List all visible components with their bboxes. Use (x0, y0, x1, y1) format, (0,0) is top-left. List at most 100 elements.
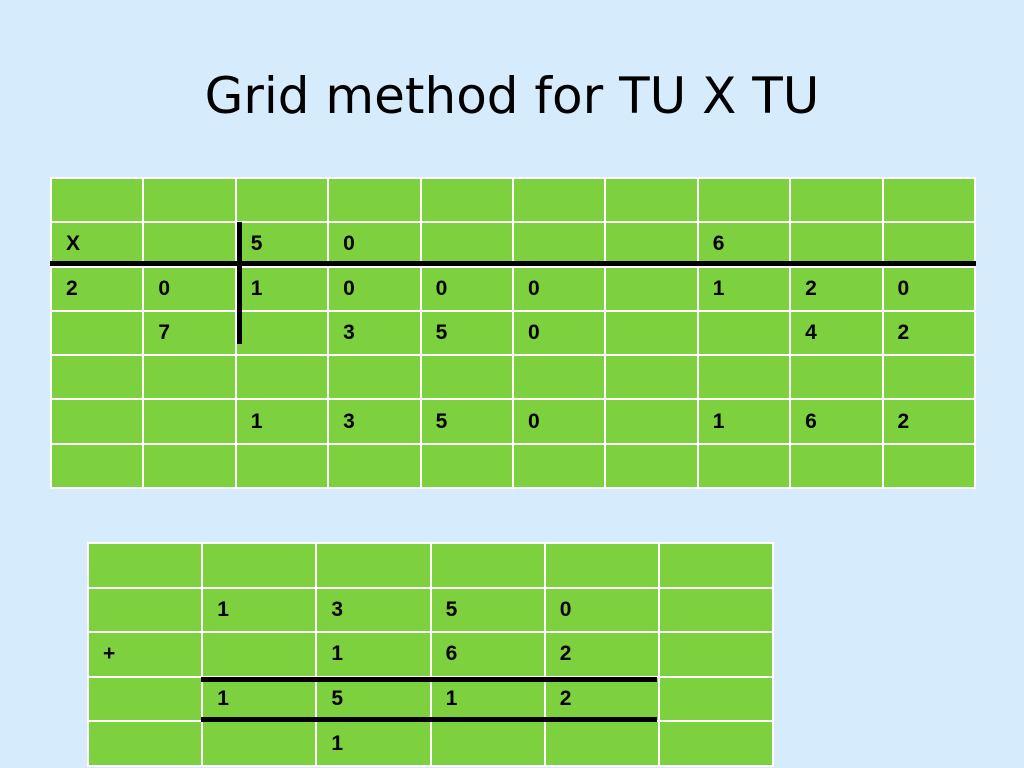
grid-cell: 2 (881, 398, 976, 445)
grid-cell (234, 354, 330, 401)
grid-cell (881, 221, 976, 268)
grid-cell: 5 (234, 221, 330, 268)
grid-cell: 7 (142, 309, 237, 357)
grid-cell: X (49, 221, 145, 268)
grid-cell: 2 (49, 265, 145, 312)
grid-cell (49, 354, 145, 401)
grid-cell: 5 (315, 675, 432, 723)
grid-cell (511, 442, 607, 490)
grid-cell: 2 (881, 309, 976, 357)
grid-cell (604, 221, 699, 268)
grid-cell: 0 (327, 221, 422, 268)
grid-cell: 3 (327, 309, 422, 357)
grid-cell (696, 354, 792, 401)
grid-cell (657, 675, 775, 723)
grid-row (49, 442, 976, 490)
grid-cell (604, 265, 699, 312)
grid-cell (142, 176, 237, 224)
grid-cell (881, 176, 976, 224)
grid-cell: 1 (429, 675, 546, 723)
grid-cell: 1 (315, 631, 432, 678)
grid-cell (881, 442, 976, 490)
grid-cell: 5 (429, 586, 546, 634)
grid-cell (696, 176, 792, 224)
grid-cell (201, 720, 318, 767)
grid-row: 1 (86, 720, 775, 767)
grid-cell: 2 (543, 631, 660, 678)
grid-cell (49, 398, 145, 445)
grid-cell (696, 309, 792, 357)
grid-cell (696, 442, 792, 490)
grid-cell (142, 354, 237, 401)
grid-cell (429, 542, 546, 589)
grid-cell (604, 176, 699, 224)
grid-cell: 1 (201, 675, 318, 723)
grid-cell: 0 (511, 398, 607, 445)
slide-title: Grid method for TU X TU (204, 67, 820, 125)
grid-cell (234, 176, 330, 224)
grid-cell: 2 (543, 675, 660, 723)
grid-cell (789, 221, 884, 268)
grid-cell (657, 720, 775, 767)
grid-cell (604, 354, 699, 401)
grid-cell (234, 442, 330, 490)
grid-cell (511, 354, 607, 401)
grid-cell (789, 354, 884, 401)
grid-cell (881, 354, 976, 401)
grid-cell (657, 631, 775, 678)
grid-cell (604, 398, 699, 445)
grid-cell (327, 442, 422, 490)
grid-cell (49, 442, 145, 490)
grid-cell: 1 (696, 265, 792, 312)
grid-cell (327, 176, 422, 224)
sum-bottom-rule (201, 717, 657, 722)
grid-cell (604, 309, 699, 357)
grid-cell: 5 (419, 398, 514, 445)
grid-cell: 0 (543, 586, 660, 634)
grid-cell: 3 (315, 586, 432, 634)
grid-cell (86, 542, 204, 589)
grid-cell (142, 442, 237, 490)
grid-row (49, 176, 976, 224)
grid-cell (419, 442, 514, 490)
grid-cell (86, 675, 204, 723)
grid-cell (419, 354, 514, 401)
grid-cell (201, 631, 318, 678)
grid-cell: 0 (511, 309, 607, 357)
grid-cell (49, 309, 145, 357)
grid-cell (543, 542, 660, 589)
grid-cell (234, 309, 330, 357)
grid-row (49, 354, 976, 401)
grid-cell (327, 354, 422, 401)
grid-cell (789, 176, 884, 224)
grid-cell (142, 221, 237, 268)
grid-cell (511, 221, 607, 268)
grid-cell (657, 542, 775, 589)
grid-horizontal-divider (50, 261, 976, 266)
grid-cell: 1 (696, 398, 792, 445)
grid-cell: 0 (327, 265, 422, 312)
grid-cell (657, 586, 775, 634)
grid-cell (429, 720, 546, 767)
grid-cell: 0 (881, 265, 976, 312)
grid-row (86, 542, 775, 589)
grid-cell: 0 (511, 265, 607, 312)
grid-vertical-divider (237, 222, 242, 344)
grid-cell: 0 (142, 265, 237, 312)
grid-cell: + (86, 631, 204, 678)
grid-cell: 0 (419, 265, 514, 312)
grid-cell (511, 176, 607, 224)
grid-cell: 1 (201, 586, 318, 634)
grid-cell: 1 (315, 720, 432, 767)
grid-cell: 1 (234, 265, 330, 312)
grid-cell (86, 720, 204, 767)
grid-cell: 3 (327, 398, 422, 445)
grid-cell (419, 221, 514, 268)
